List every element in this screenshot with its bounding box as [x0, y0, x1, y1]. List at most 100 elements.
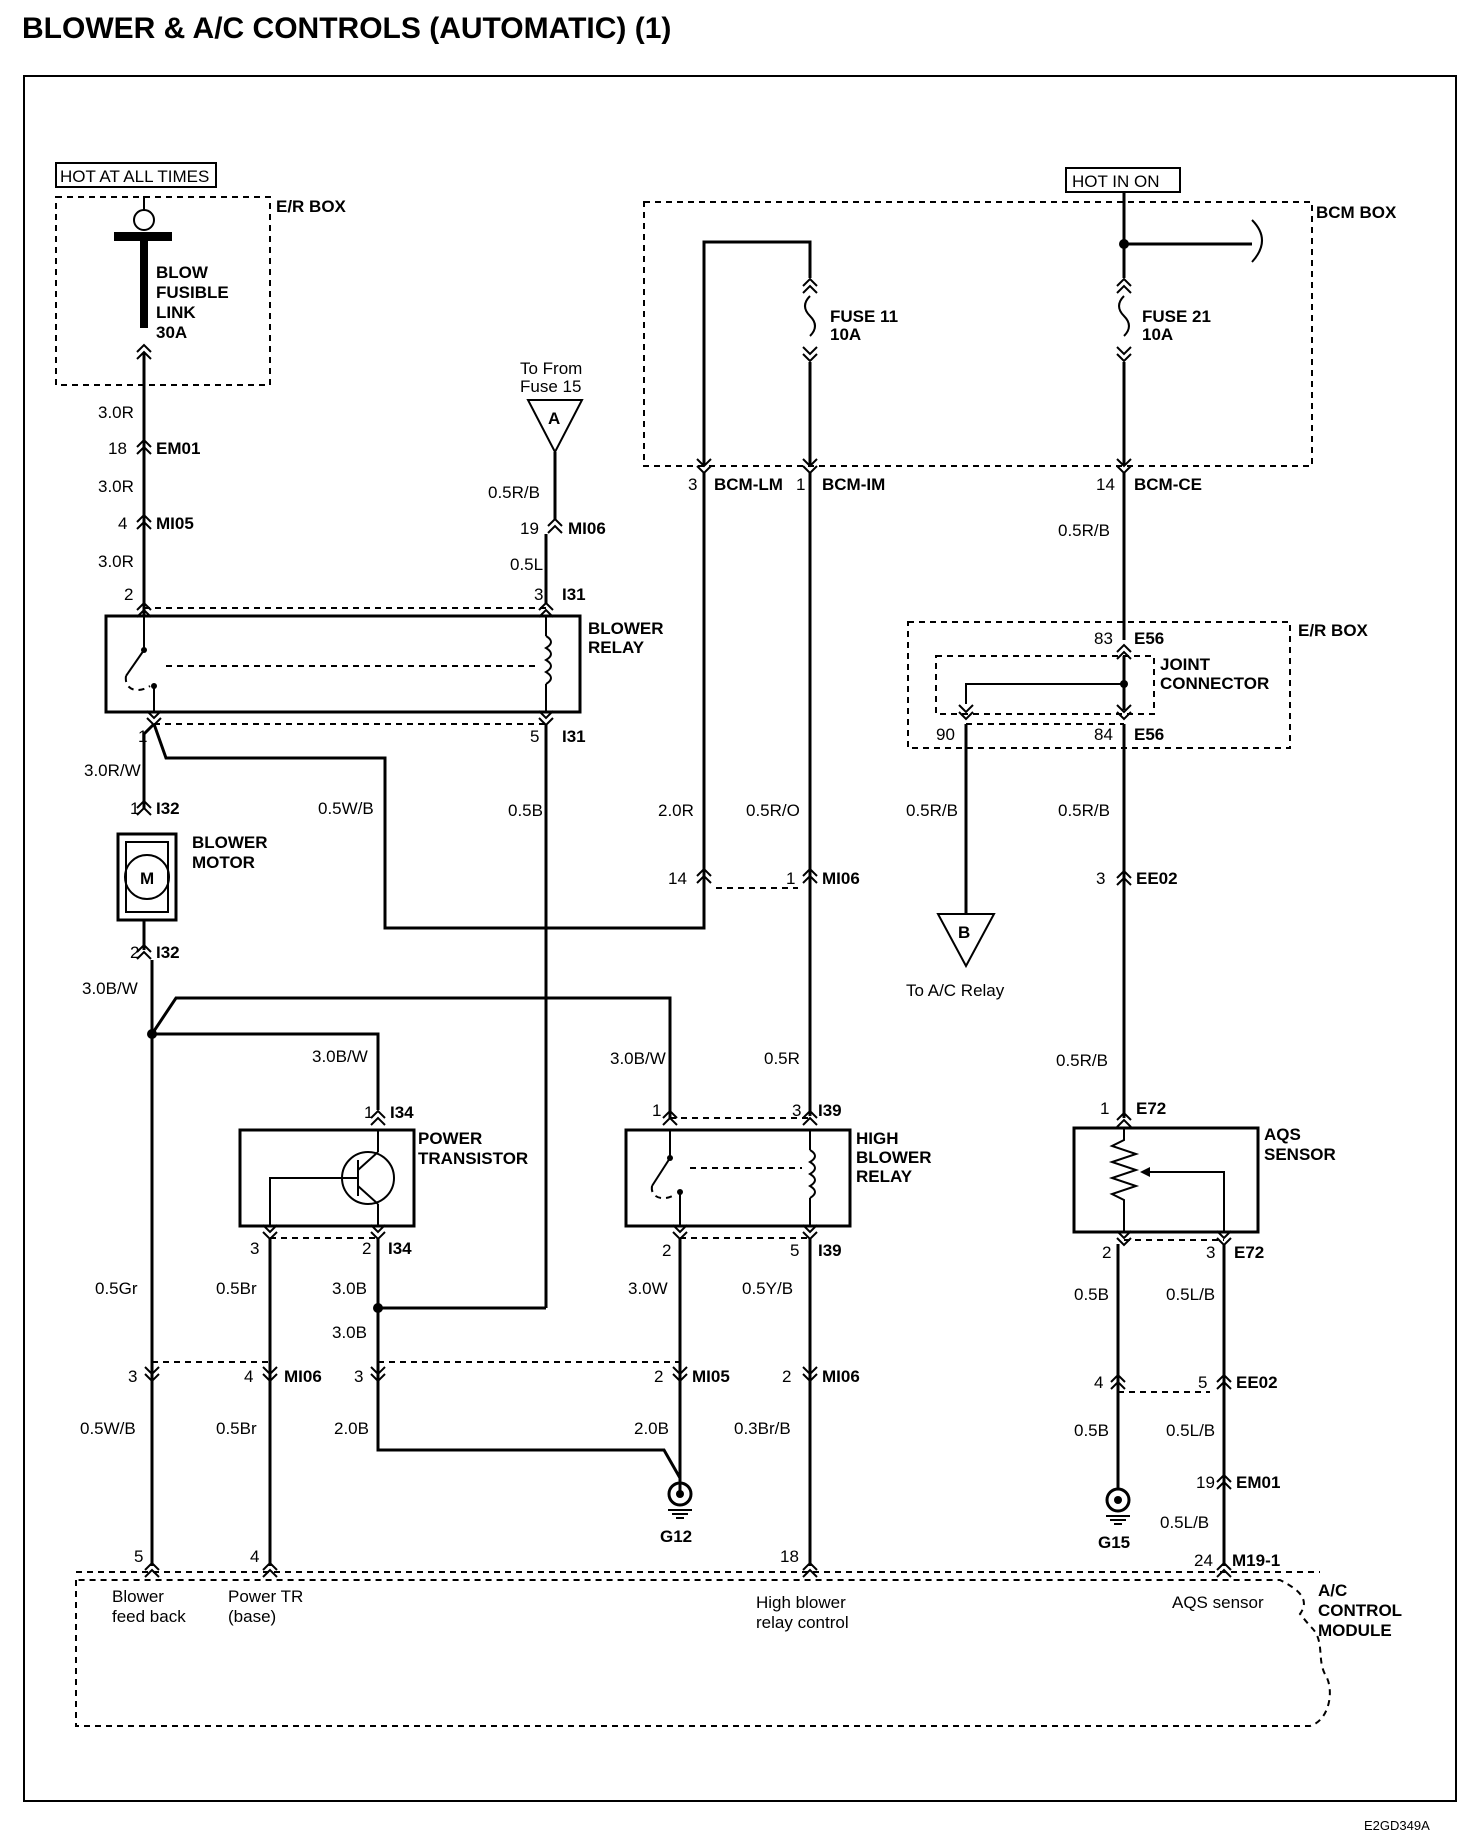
ground-g12-label: G12 [660, 1527, 692, 1546]
wire-label: 0.5Br [216, 1279, 257, 1298]
diagram-code: E2GD349A [1364, 1818, 1430, 1833]
pin-label: 3 [688, 475, 697, 494]
connector-mi06: MI06 [822, 1367, 860, 1386]
pin-label: 5 [790, 1241, 799, 1260]
pin-label: 1 [1100, 1099, 1109, 1118]
pin-label: 18 [780, 1547, 799, 1566]
wire-label: 0.5L [510, 555, 543, 574]
joint-connector [935, 655, 1155, 715]
bcm-box [643, 201, 1313, 467]
svg-text:SENSOR: SENSOR [1264, 1145, 1336, 1164]
pin-label: 4 [244, 1367, 253, 1386]
pin-label: 83 [1094, 629, 1113, 648]
pin-label: 19 [520, 519, 539, 538]
connector-e56: E56 [1134, 629, 1164, 648]
svg-text:POWER: POWER [418, 1129, 482, 1148]
wire-label: 3.0B/W [312, 1047, 368, 1066]
fuse-21-label: FUSE 21 10A [1142, 307, 1211, 344]
power-transistor-label: POWER TRANSISTOR [418, 1129, 528, 1168]
ground-g12-icon [667, 1481, 693, 1507]
pin-label: 1 [786, 869, 795, 888]
joint-connector-label: JOINT CONNECTOR [1160, 655, 1269, 693]
hot-in-on-label: HOT IN ON [1072, 172, 1160, 191]
wire-label: 3.0R [98, 477, 134, 496]
high-blower-relay [624, 1128, 852, 1228]
wire-label: 0.5W/B [318, 799, 374, 818]
connector-i39: I39 [818, 1241, 842, 1260]
resistor-icon [1108, 1128, 1140, 1232]
connector-e72: E72 [1136, 1099, 1166, 1118]
aqs-sensor-label: AQS SENSOR [1264, 1125, 1336, 1164]
ground-g15-icon [1105, 1487, 1131, 1513]
pin-label: 18 [108, 439, 127, 458]
connector-a-label: A [548, 409, 560, 428]
pin-label: 3 [534, 585, 543, 604]
wire-label: 0.5Br [216, 1419, 257, 1438]
wire-label: 3.0W [628, 1279, 668, 1298]
connector-i39: I39 [818, 1101, 842, 1120]
wire-label: 0.5B [508, 801, 543, 820]
svg-text:CONNECTOR: CONNECTOR [1160, 674, 1269, 693]
fusible-link-icon [140, 240, 148, 328]
svg-text:30A: 30A [156, 323, 187, 342]
svg-text:MODULE: MODULE [1318, 1621, 1392, 1640]
er-box-right-label: E/R BOX [1298, 621, 1369, 640]
wire-label: 0.5R/B [488, 483, 540, 502]
svg-text:10A: 10A [1142, 325, 1173, 344]
wire-label: 0.5Gr [95, 1279, 138, 1298]
pin-blower-feedback-label: Blower feed back [112, 1587, 186, 1626]
pin-label: 3 [128, 1367, 137, 1386]
wire-label: 0.5R [764, 1049, 800, 1068]
motor-icon [124, 854, 170, 900]
svg-text:FUSE 21: FUSE 21 [1142, 307, 1211, 326]
relay-coil-icon [808, 1149, 816, 1199]
connector-b-icon [936, 913, 996, 969]
connector-i31: I31 [562, 727, 586, 746]
bcm-box-label: BCM BOX [1316, 203, 1397, 222]
ground-g15-label: G15 [1098, 1533, 1130, 1552]
connector-b-label: B [958, 923, 970, 942]
connector-i32: I32 [156, 799, 180, 818]
pin-label: 2 [1102, 1243, 1111, 1262]
svg-text:CONTROL: CONTROL [1318, 1601, 1402, 1620]
svg-text:(base): (base) [228, 1607, 276, 1626]
svg-text:Power TR: Power TR [228, 1587, 303, 1606]
blower-motor [116, 832, 178, 922]
fuse-21-icon [1118, 295, 1130, 337]
fusible-link-terminal-icon [133, 209, 155, 231]
fusible-link-label: BLOW FUSIBLE LINK 30A [156, 263, 229, 342]
pin-label: 4 [118, 514, 127, 533]
svg-text:RELAY: RELAY [588, 638, 645, 657]
svg-text:To From: To From [520, 359, 582, 378]
power-transistor [238, 1128, 416, 1228]
connector-mi06: MI06 [568, 519, 606, 538]
wire-label: 3.0R [98, 403, 134, 422]
wire-label: 0.5R/B [1058, 801, 1110, 820]
aqs-sensor [1072, 1126, 1260, 1234]
to-from-fuse15-label: To From Fuse 15 [520, 359, 582, 396]
wire-label: 3.0B [332, 1323, 367, 1342]
wire-label: 3.0B/W [610, 1049, 666, 1068]
connector-mi06: MI06 [822, 869, 860, 888]
hot-at-all-times-box [55, 162, 217, 188]
connector-m19-1: M19-1 [1232, 1551, 1280, 1570]
outer-frame [23, 75, 1457, 1802]
connector-e72: E72 [1234, 1243, 1264, 1262]
relay-switch-icon [651, 1157, 671, 1187]
to-ac-relay-label: To A/C Relay [906, 981, 1005, 1000]
pin-label: 84 [1094, 725, 1113, 744]
pin-label: 2 [124, 585, 133, 604]
pin-label: 3 [250, 1239, 259, 1258]
pin-label: 14 [668, 869, 687, 888]
wire-3-0b-w-relay [150, 996, 672, 1118]
wire-label: 3.0R/W [84, 761, 141, 780]
pin-label: 1 [652, 1101, 661, 1120]
wire-3-0b-w-transistor [152, 1032, 380, 1110]
pin-aqs-sensor-label: AQS sensor [1172, 1593, 1264, 1612]
high-blower-relay-label: HIGH BLOWER RELAY [856, 1129, 932, 1186]
ac-control-module-label: A/C CONTROL MODULE [1318, 1581, 1402, 1640]
svg-text:LINK: LINK [156, 303, 196, 322]
pin-label: 90 [936, 725, 955, 744]
er-box-right [907, 621, 1291, 749]
pin-label: 19 [1196, 1473, 1215, 1492]
